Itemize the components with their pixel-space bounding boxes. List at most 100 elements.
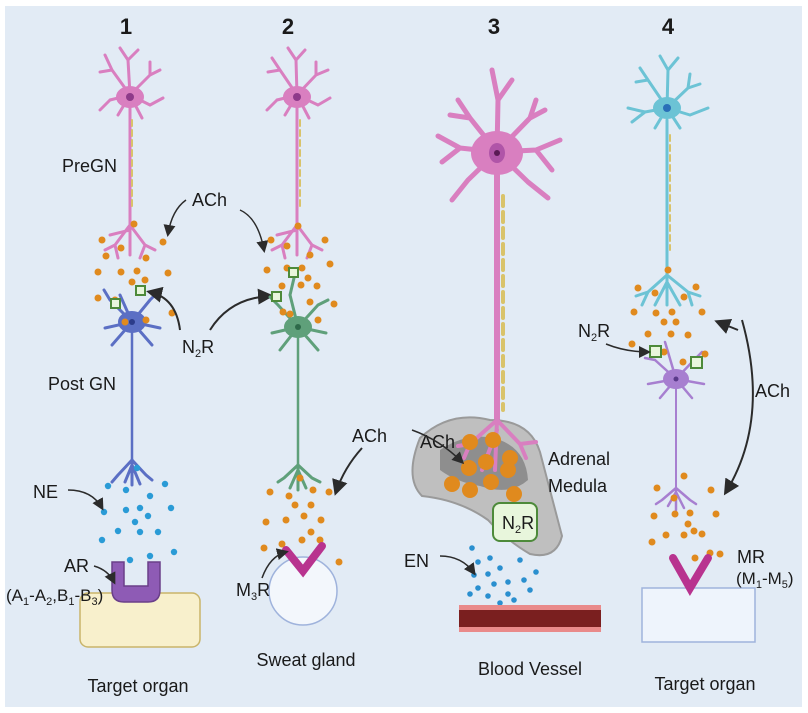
en-vesicle: [471, 572, 477, 578]
ach-vesicle: [121, 318, 129, 326]
ach-vesicle: [306, 251, 314, 259]
ach-vesicle: [707, 486, 715, 494]
panel-4-n2-receptor-b: [690, 356, 703, 369]
ach-vesicle: [266, 488, 274, 496]
arrow-ach-4-down: [723, 319, 754, 496]
ach-vesicle-large: [485, 432, 501, 448]
ne-vesicle: [131, 518, 139, 526]
panel-3-number: 3: [488, 14, 500, 39]
panel-4-target-ach-vesicles: [648, 472, 724, 562]
label-n2r-4: N2R: [578, 321, 610, 344]
ne-vesicle: [144, 512, 152, 520]
ach-vesicle: [278, 282, 286, 290]
ach-vesicle: [321, 236, 329, 244]
en-vesicle: [485, 571, 491, 577]
ach-vesicle: [628, 340, 636, 348]
label-mr: MR: [737, 547, 765, 567]
ne-vesicle: [154, 528, 162, 536]
ach-vesicle: [283, 242, 291, 250]
panel-2-n2-receptor-a: [288, 267, 299, 278]
label-pregn: PreGN: [62, 156, 117, 176]
ach-vesicle: [164, 269, 172, 277]
ach-vesicle: [294, 222, 302, 230]
ach-vesicle: [298, 264, 306, 272]
en-vesicle: [469, 545, 475, 551]
en-vesicle: [497, 600, 503, 606]
ach-vesicle: [130, 220, 138, 228]
label-ar-subtypes: (A1-A2,B1-B3): [6, 586, 103, 608]
en-vesicle: [497, 565, 503, 571]
ne-vesicle: [146, 552, 154, 560]
en-vesicle: [505, 591, 511, 597]
panel-4: N2R ACh MR (M1-M5) Target organ: [578, 54, 794, 694]
ach-vesicle: [686, 509, 694, 517]
arrow-ach-3: [411, 429, 465, 465]
panel-3-en-vesicles: [467, 545, 539, 606]
panel-2-number: 2: [282, 14, 294, 39]
ne-vesicle: [114, 527, 122, 535]
arrow-ach-2: [332, 447, 363, 496]
panel-3: N2R ACh Adrenal Medula EN Blood Vessel: [404, 67, 610, 679]
ach-vesicle: [267, 236, 275, 244]
label-sweat-gland: Sweat gland: [256, 650, 355, 670]
panel-2-target-ach-vesicles: [260, 474, 343, 571]
en-vesicle: [533, 569, 539, 575]
blood-vessel-icon: [459, 610, 601, 627]
ne-vesicle: [98, 536, 106, 544]
label-n2r-1: N2R: [182, 337, 214, 360]
panel-1-n2-receptor-b: [135, 285, 146, 296]
ach-vesicle: [698, 308, 706, 316]
ach-vesicle: [304, 274, 312, 282]
ach-vesicle: [142, 316, 150, 324]
ach-vesicle-large: [444, 476, 460, 492]
label-ar: AR: [64, 556, 89, 576]
en-vesicle: [475, 585, 481, 591]
ach-vesicle: [716, 550, 724, 558]
ach-vesicle-large: [462, 482, 478, 498]
ach-vesicle-large: [500, 462, 516, 478]
ach-vesicle: [296, 474, 304, 482]
ach-vesicle: [680, 293, 688, 301]
label-target-organ-4: Target organ: [654, 674, 755, 694]
arrow-ar: [93, 565, 116, 585]
ach-vesicle: [670, 494, 678, 502]
ne-vesicle: [100, 508, 108, 516]
ne-vesicle: [167, 504, 175, 512]
ach-vesicle: [141, 276, 149, 284]
ach-vesicle: [317, 516, 325, 524]
ach-vesicle: [306, 298, 314, 306]
panel-1-n2-receptor-a: [110, 298, 121, 309]
ne-vesicle: [122, 486, 130, 494]
label-n2r-3: N2R: [502, 513, 534, 536]
arrow-ne: [67, 489, 104, 511]
ach-vesicle: [668, 308, 676, 316]
ach-vesicle: [672, 318, 680, 326]
en-vesicle: [517, 557, 523, 563]
label-medula: Medula: [548, 476, 608, 496]
ach-vesicle: [330, 300, 338, 308]
panel-3-ach-vesicles: [444, 432, 522, 502]
label-mr-subtypes: (M1-M5): [736, 569, 794, 591]
ne-vesicle: [122, 506, 130, 514]
panel-2-n2-receptor-b: [271, 291, 282, 302]
ach-vesicle: [307, 501, 315, 509]
label-ach-2: ACh: [352, 426, 387, 446]
label-post-gn: Post GN: [48, 374, 116, 394]
ach-vesicle: [644, 330, 652, 338]
ne-vesicle: [104, 482, 112, 490]
ach-vesicle: [698, 530, 706, 538]
arrow-ach-1b: [239, 209, 269, 253]
panel-2-preganglionic-neuron: [265, 46, 332, 260]
ach-vesicle: [117, 244, 125, 252]
ach-vesicle-large: [461, 460, 477, 476]
ach-vesicle: [648, 538, 656, 546]
ach-vesicle: [680, 472, 688, 480]
ach-vesicle: [260, 544, 268, 552]
panel-1-postganglionic-neuron: [102, 288, 162, 487]
ach-vesicle: [679, 358, 687, 366]
ach-vesicle: [667, 330, 675, 338]
label-adrenal: Adrenal: [548, 449, 610, 469]
muscarinic-receptor-icon: [669, 554, 712, 596]
panel-2: ACh M3R Sweat gland: [236, 46, 387, 670]
